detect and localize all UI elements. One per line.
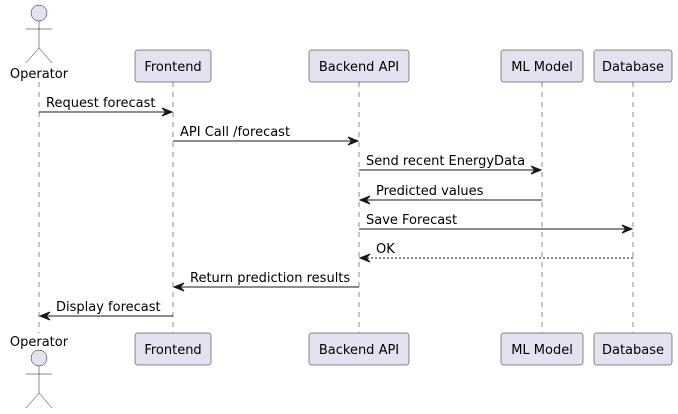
participant-box — [593, 332, 673, 366]
participant-label: Operator — [10, 335, 69, 350]
lifelines — [38, 82, 634, 333]
participant-box — [500, 49, 584, 83]
arrowhead-icon — [358, 195, 371, 205]
arrowhead-icon — [172, 282, 185, 292]
arrowhead-icon — [621, 224, 634, 234]
message-label: Request forecast — [46, 96, 156, 111]
participant-label: Backend API — [319, 60, 399, 75]
actor-icon — [25, 349, 53, 409]
message-2: API Call /forecast — [173, 125, 360, 146]
participant-bottom-backend[interactable]: Backend API — [308, 332, 410, 366]
participant-label: Frontend — [144, 343, 201, 358]
participant-box — [308, 49, 410, 83]
arrowhead-icon — [358, 253, 371, 263]
participant-box — [308, 332, 410, 366]
participant-top-db[interactable]: Database — [593, 49, 673, 83]
participant-label: Frontend — [144, 60, 201, 75]
message-label: Predicted values — [376, 184, 484, 199]
participant-label: ML Model — [511, 60, 573, 75]
arrowhead-icon — [347, 136, 360, 146]
arrowhead-icon — [530, 165, 543, 175]
participants-top: Operator Frontend Backend API ML Model Datab… — [10, 4, 673, 83]
message-6: OK — [358, 242, 633, 263]
participant-top-operator[interactable]: Operator — [10, 4, 69, 82]
participant-box — [134, 49, 212, 83]
message-label: Display forecast — [56, 300, 161, 315]
participant-top-frontend[interactable]: Frontend — [134, 49, 212, 83]
participant-bottom-ml[interactable]: ML Model — [500, 332, 584, 366]
participant-label: Database — [602, 343, 664, 358]
participant-box — [593, 49, 673, 83]
participant-bottom-db[interactable]: Database — [593, 332, 673, 366]
participant-label: Database — [602, 60, 664, 75]
message-label: API Call /forecast — [180, 125, 290, 140]
participant-bottom-operator[interactable]: Operator — [10, 335, 69, 409]
message-label: OK — [376, 242, 395, 257]
message-5: Save Forecast — [359, 213, 634, 234]
message-7: Return prediction results — [172, 271, 359, 292]
message-8: Display forecast — [38, 300, 173, 321]
participant-label: Backend API — [319, 343, 399, 358]
message-3: Send recent EnergyData — [359, 154, 543, 175]
participant-top-backend[interactable]: Backend API — [308, 49, 410, 83]
message-1: Request forecast — [39, 96, 174, 117]
participant-bottom-frontend[interactable]: Frontend — [134, 332, 212, 366]
participant-label: ML Model — [511, 343, 573, 358]
arrowhead-icon — [38, 311, 51, 321]
participant-top-ml[interactable]: ML Model — [500, 49, 584, 83]
arrowhead-icon — [161, 107, 174, 117]
message-4: Predicted values — [358, 184, 542, 205]
participant-label: Operator — [10, 67, 69, 82]
message-label: Save Forecast — [366, 213, 457, 228]
message-label: Send recent EnergyData — [366, 154, 525, 169]
participant-box — [500, 332, 584, 366]
message-label: Return prediction results — [190, 271, 350, 286]
participant-box — [134, 332, 212, 366]
actor-icon — [25, 4, 53, 64]
